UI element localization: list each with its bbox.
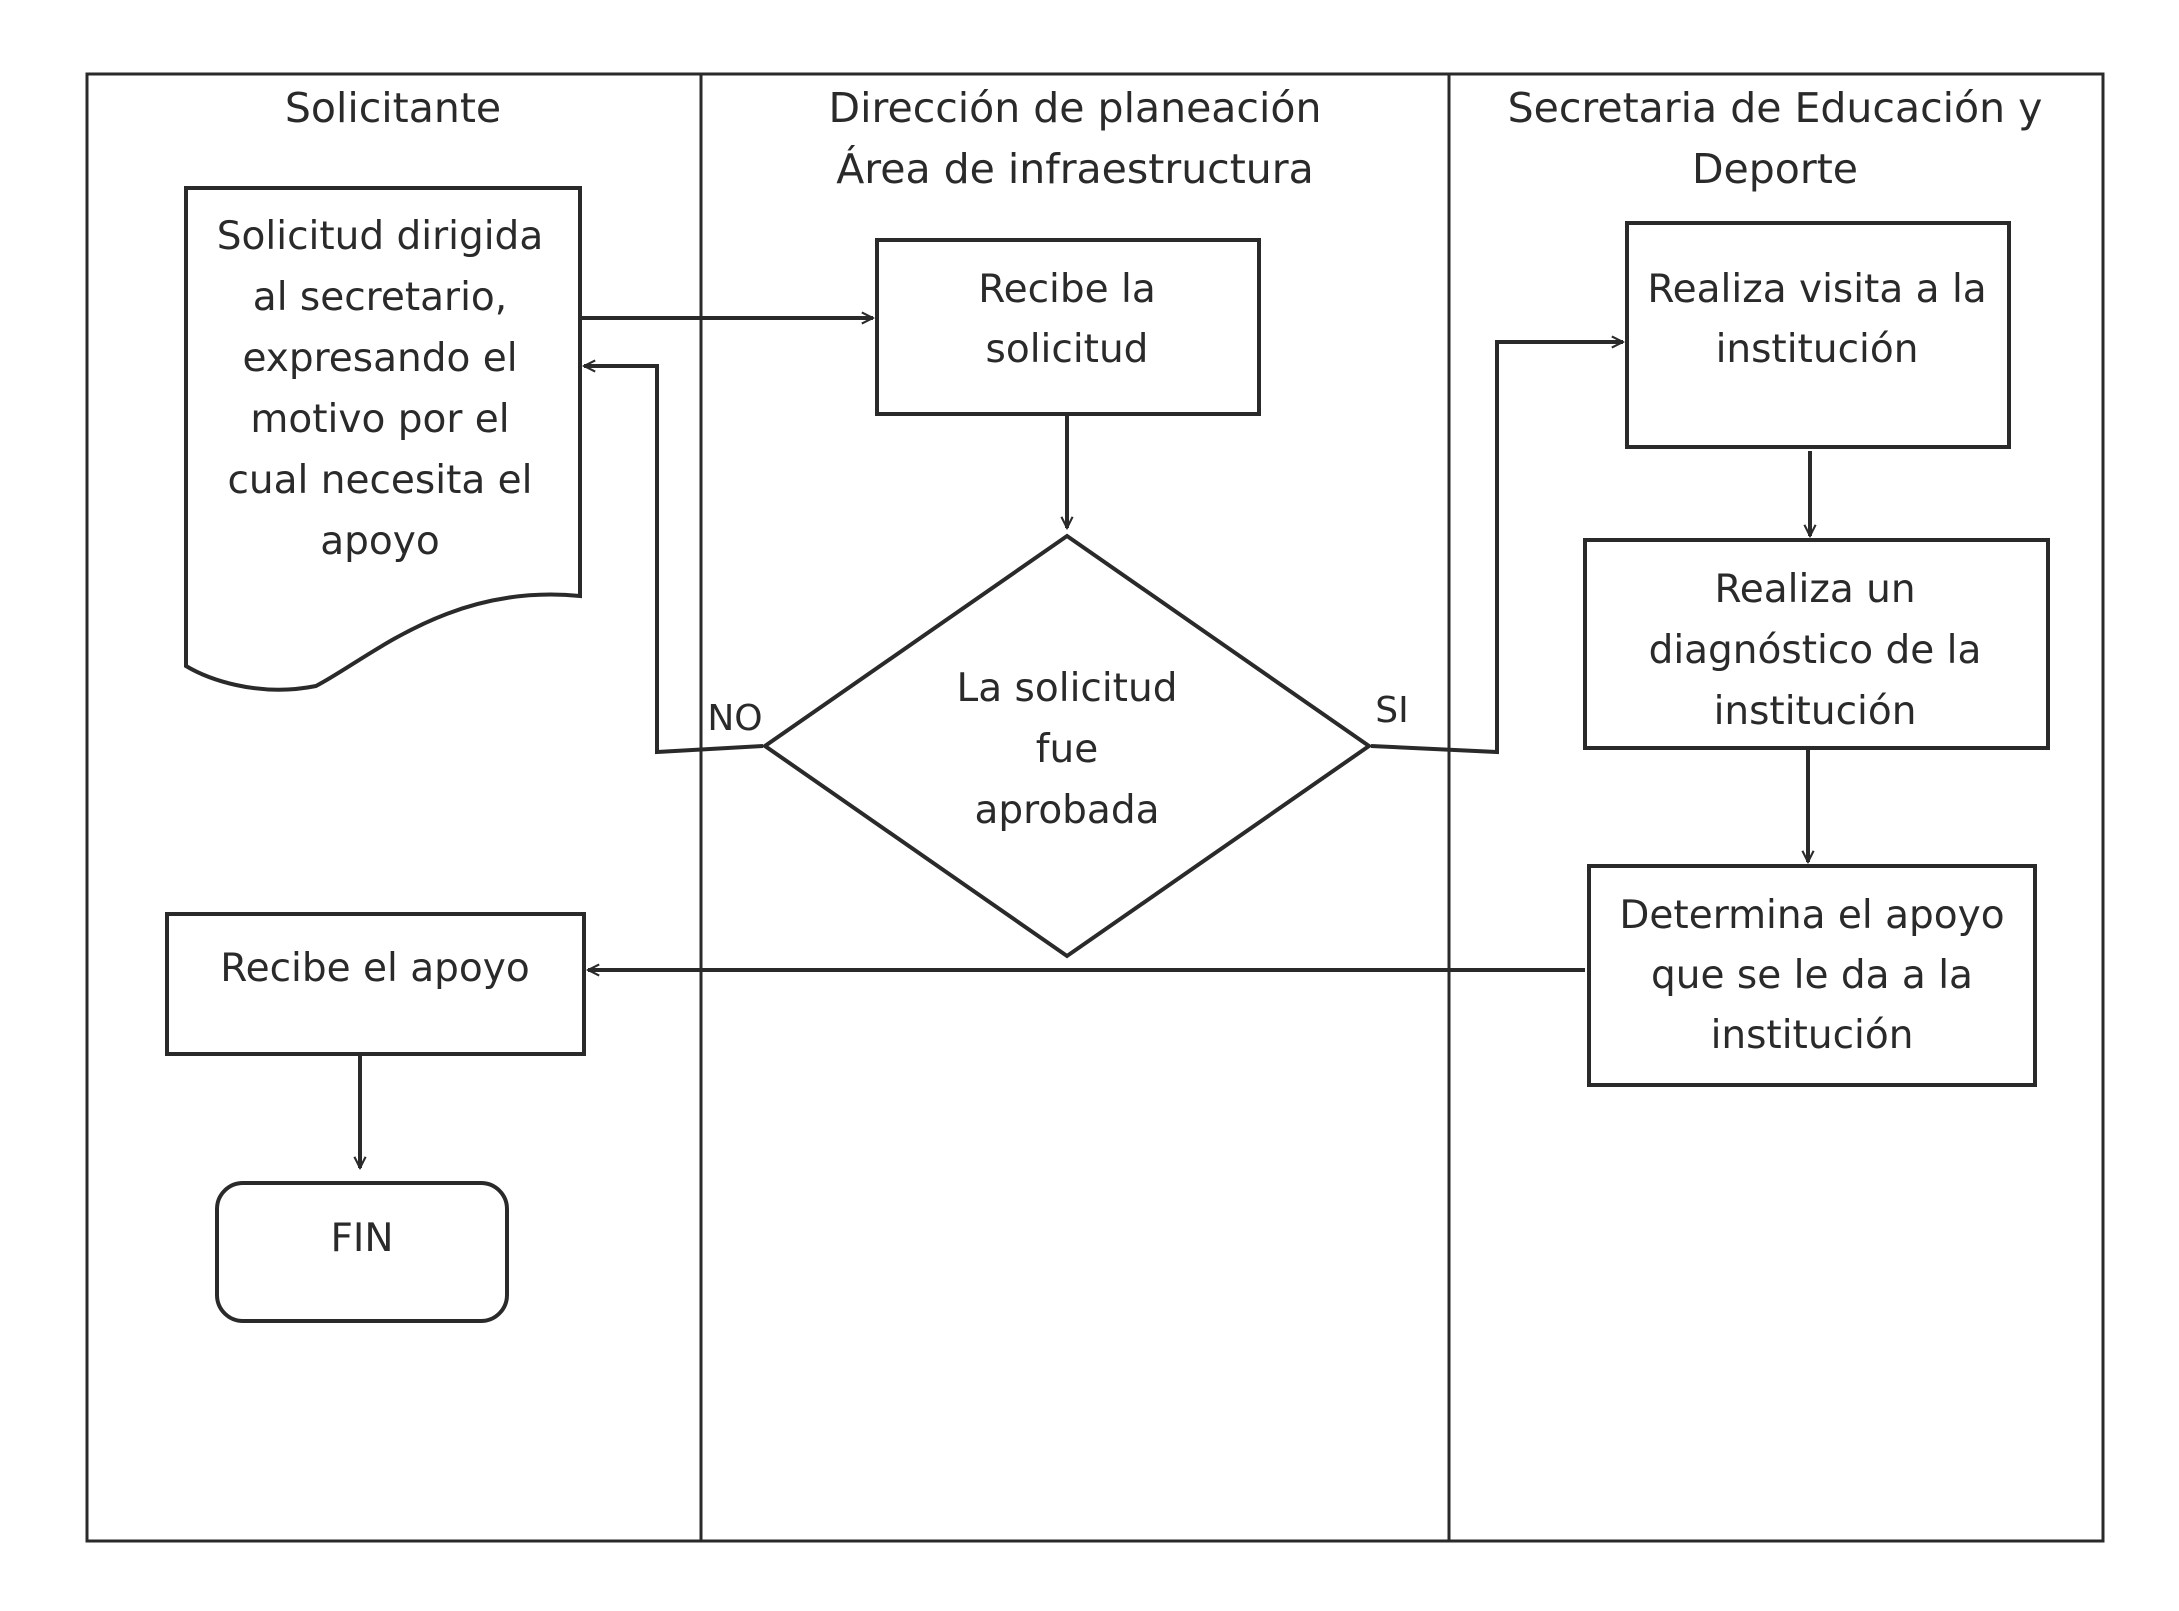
arrow-decision-aprobada-to-realiza-visita xyxy=(1370,342,1623,755)
recibe-solicitud-shape xyxy=(875,238,1261,416)
recibe-solicitud-label-line: solicitud xyxy=(986,327,1149,372)
fin-shape xyxy=(215,1181,509,1323)
recibe-solicitud-label-line: Recibe la xyxy=(978,267,1156,312)
solicitud-document-label-line: cual necesita el xyxy=(227,458,532,503)
solicitud-document-label-line: al secretario, xyxy=(253,275,507,320)
solicitud-document-label: Solicitud dirigida al secretario, expresan… xyxy=(217,214,543,564)
fin-label: FIN xyxy=(330,1216,393,1261)
realiza-visita-label-line: institución xyxy=(1716,327,1919,372)
realiza-visita-label: Realiza visita a la institución xyxy=(1647,267,1986,372)
determina-apoyo-label: Determina el apoyo que se le da a la insti… xyxy=(1619,893,2004,1058)
lane-title-line: Deporte xyxy=(1692,145,1858,193)
recibe-solicitud-node: Recibe la solicitud xyxy=(875,238,1261,416)
edge-label-no: NO xyxy=(707,698,762,739)
arrow-decision-aprobada-to-solicitud-document xyxy=(584,366,764,755)
edge-label-si: SI xyxy=(1375,690,1408,731)
decision-aprobada-shape xyxy=(761,533,1373,959)
solicitud-document-node: Solicitud dirigida al secretario, expresan… xyxy=(184,186,582,692)
lane-title-3: Secretaria de Educación y Deporte xyxy=(1508,84,2043,193)
determina-apoyo-label-line: institución xyxy=(1711,1013,1914,1058)
realiza-diagnostico-label-line: institución xyxy=(1714,689,1917,734)
decision-aprobada-label-line: aprobada xyxy=(974,788,1159,833)
determina-apoyo-label-line: que se le da a la xyxy=(1651,953,1973,998)
recibe-apoyo-label: Recibe el apoyo xyxy=(220,946,529,991)
solicitud-document-label-line: apoyo xyxy=(320,519,439,564)
decision-aprobada-label-line: La solicitud xyxy=(957,666,1178,711)
realiza-diagnostico-label: Realiza un diagnóstico de la institución xyxy=(1649,567,1982,734)
recibe-apoyo-shape xyxy=(165,912,586,1056)
lane-title-1: Solicitante xyxy=(285,84,501,132)
lane-title-line: Solicitante xyxy=(285,84,501,132)
solicitud-document-label-line: Solicitud dirigida xyxy=(217,214,543,259)
solicitud-document-shape xyxy=(184,186,582,692)
decision-aprobada-label-line: fue xyxy=(1036,727,1098,772)
realiza-visita-label-line: Realiza visita a la xyxy=(1647,267,1986,312)
realiza-visita-node: Realiza visita a la institución xyxy=(1625,221,2011,449)
lane-title-line: Secretaria de Educación y xyxy=(1508,84,2043,132)
lane-title-line: Área de infraestructura xyxy=(836,145,1314,193)
recibe-apoyo-label-line: Recibe el apoyo xyxy=(220,946,529,991)
realiza-diagnostico-shape xyxy=(1583,538,2050,750)
connectors: NO SI xyxy=(360,318,1810,1168)
realiza-diagnostico-node: Realiza un diagnóstico de la institución xyxy=(1583,538,2050,750)
determina-apoyo-node: Determina el apoyo que se le da a la insti… xyxy=(1587,864,2037,1087)
swimlane-frame xyxy=(85,72,2105,1543)
fin-label-line: FIN xyxy=(330,1216,393,1261)
solicitud-document-label-line: motivo por el xyxy=(250,397,509,442)
lane-title-line: Dirección de planeación xyxy=(829,84,1322,132)
decision-aprobada-node: La solicitud fue aprobada xyxy=(761,533,1373,959)
decision-aprobada-label: La solicitud fue aprobada xyxy=(957,666,1178,833)
fin-node: FIN xyxy=(215,1181,509,1323)
recibe-apoyo-node: Recibe el apoyo xyxy=(165,912,586,1056)
recibe-solicitud-label: Recibe la solicitud xyxy=(978,267,1156,372)
realiza-visita-shape xyxy=(1625,221,2011,449)
realiza-diagnostico-label-line: Realiza un xyxy=(1714,567,1915,612)
flow-nodes: Solicitud dirigida al secretario, expresan… xyxy=(165,186,2050,1323)
realiza-diagnostico-label-line: diagnóstico de la xyxy=(1649,628,1982,673)
solicitud-document-label-line: expresando el xyxy=(242,336,517,381)
determina-apoyo-label-line: Determina el apoyo xyxy=(1619,893,2004,938)
determina-apoyo-shape xyxy=(1587,864,2037,1087)
